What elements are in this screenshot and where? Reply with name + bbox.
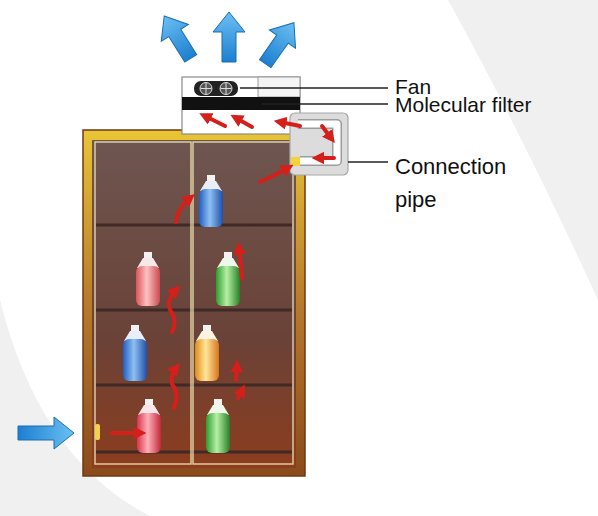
bottle: [136, 252, 160, 306]
cabinet-part: [83, 130, 305, 476]
cabinet-part: [193, 142, 293, 464]
filter-unit-part: [258, 77, 300, 97]
bottle: [195, 325, 219, 381]
air-out-arrows-part: [151, 7, 205, 66]
air-flow-arrows-part: [112, 431, 140, 435]
bottle: [216, 252, 240, 306]
bottle-part: [123, 339, 147, 381]
air-flow-arrows-part: [236, 118, 252, 127]
bottle-part: [199, 189, 223, 227]
cabinet-part: [96, 451, 292, 454]
bottle-part: [203, 325, 211, 331]
part-label: Molecular filter: [395, 92, 532, 117]
connection-pipe-part: [298, 124, 337, 161]
bottle: [206, 399, 230, 453]
filter-unit-part: [194, 81, 238, 96]
air-flow-arrows-part: [172, 368, 177, 408]
bottle-part: [214, 399, 222, 405]
leader-lines: [240, 88, 388, 162]
connection-pipe-part: [290, 113, 348, 175]
connection-pipe: [290, 113, 348, 175]
air-flow-arrows-part: [176, 198, 190, 222]
air-in-arrow: [18, 417, 74, 449]
air-flow-arrows-part: [236, 366, 237, 380]
leader-lines-part: [262, 103, 388, 104]
cabinet-part: [96, 224, 292, 227]
filter-unit-part: [201, 83, 232, 94]
connection-pipe-part: [291, 157, 300, 166]
bottle-part: [206, 413, 230, 453]
bottle-part: [216, 266, 240, 306]
air-flow-arrows: [112, 116, 334, 433]
bottle: [137, 399, 161, 453]
cabinet-part: [92, 140, 296, 468]
filter-unit-part: [182, 77, 300, 134]
filter-unit: [182, 77, 300, 134]
part-label: Connection pipe: [395, 150, 535, 216]
connection-pipe-part: [298, 124, 337, 161]
cabinet-part: [95, 142, 191, 464]
bottle-part: [207, 175, 215, 181]
bottle-part: [136, 266, 160, 306]
air-flow-arrows-part: [205, 116, 225, 126]
cabinet-part: [96, 384, 292, 387]
leader-lines-part: [348, 161, 388, 162]
bottle-part: [144, 252, 152, 258]
cabinet-part: [95, 424, 100, 440]
air-flow-arrows-part: [322, 126, 331, 138]
air-flow-arrows-part: [318, 156, 334, 160]
leader-lines-part: [240, 87, 388, 88]
air-flow-arrows-part: [169, 290, 176, 332]
bottle: [199, 175, 223, 227]
bottle-part: [195, 339, 219, 381]
air-out-arrows-part: [252, 14, 307, 73]
air-out-arrows: [151, 7, 307, 72]
bottle-part: [224, 252, 232, 258]
cabinet-part: [96, 309, 292, 312]
cabinet: [83, 130, 305, 476]
air-out-arrows-part: [213, 12, 245, 62]
air-flow-arrows-part: [280, 122, 300, 126]
bottle-part: [131, 325, 139, 331]
air-flow-arrows-part: [238, 390, 242, 398]
bottle: [123, 325, 147, 381]
air-flow-arrows-part: [239, 248, 242, 278]
bottle-part: [145, 399, 153, 405]
air-flow-arrows-part: [260, 168, 288, 182]
background-swoosh: [448, 0, 598, 300]
